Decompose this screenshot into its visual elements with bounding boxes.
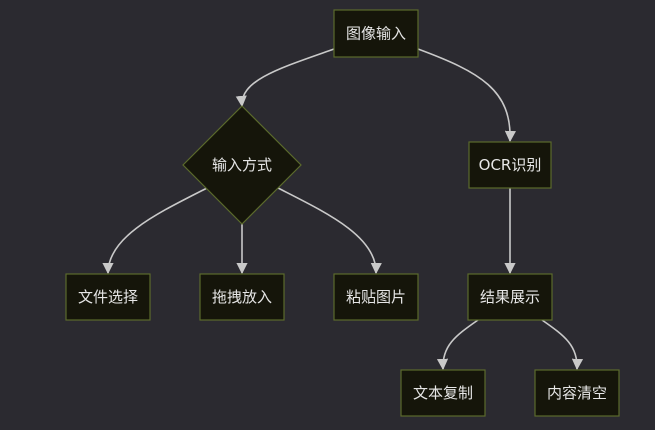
edge-result-display-to-content-clear — [541, 319, 584, 371]
node-ocr-recognition-label: OCR识别 — [479, 156, 542, 174]
node-text-copy: 文本复制 — [400, 369, 486, 417]
edge-image-input-to-ocr — [417, 48, 516, 143]
node-drag-drop: 拖拽放入 — [199, 273, 285, 321]
node-image-input: 图像输入 — [333, 9, 419, 58]
node-result-display: 结果展示 — [467, 273, 553, 321]
node-image-input-label: 图像输入 — [346, 25, 406, 43]
node-input-method-label: 输入方式 — [212, 156, 272, 174]
node-content-clear-label: 内容清空 — [547, 384, 607, 402]
edge-image-input-to-input-method — [235, 48, 335, 108]
node-file-select-label: 文件选择 — [78, 288, 138, 306]
node-result-display-label: 结果展示 — [480, 288, 540, 306]
edge-input-method-to-file-select — [102, 187, 208, 275]
node-file-select: 文件选择 — [65, 273, 151, 321]
node-drag-drop-label: 拖拽放入 — [212, 288, 272, 306]
node-input-method-decision: 输入方式 — [182, 105, 302, 225]
edge-input-method-to-paste-image — [277, 187, 382, 275]
node-text-copy-label: 文本复制 — [413, 384, 473, 402]
node-content-clear: 内容清空 — [534, 369, 620, 417]
node-paste-image: 粘贴图片 — [333, 273, 419, 321]
edge-result-display-to-text-copy — [436, 319, 479, 371]
edges — [102, 48, 584, 371]
node-paste-image-label: 粘贴图片 — [346, 288, 406, 306]
node-ocr-recognition: OCR识别 — [468, 141, 552, 189]
